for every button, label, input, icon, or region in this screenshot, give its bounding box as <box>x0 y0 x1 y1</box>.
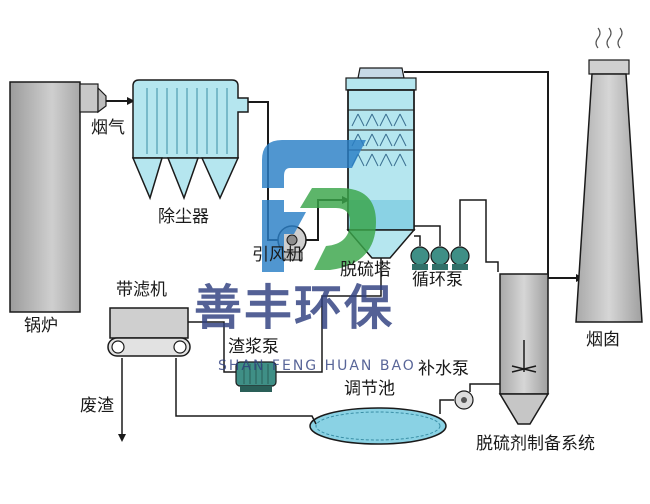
belt-filter <box>107 307 191 357</box>
brand-name-cn: 善丰环保 <box>194 280 395 336</box>
pipe-filter-to-pool <box>175 358 317 425</box>
circulation-pumps <box>410 246 470 270</box>
boiler-label: 锅炉 <box>24 316 58 336</box>
brand-logo-mark <box>262 140 376 272</box>
desulfurizer-tank <box>498 273 550 425</box>
brand-name-en: SHAN FENG HUAN BAO <box>218 358 416 374</box>
induced-fan-label: 引风机 <box>252 245 303 265</box>
pipe-makeup-to-pool <box>439 399 454 414</box>
slurry-pump <box>235 361 277 392</box>
pipe-tower-to-slurry <box>276 258 382 373</box>
pipe-tower-to-chimney <box>404 71 584 282</box>
pipe-tank-to-makeup <box>469 383 500 392</box>
waste-residue-label: 废渣 <box>80 396 114 416</box>
desulfurizer-system-label: 脱硫剂制备系统 <box>476 434 595 454</box>
flue-gas-label: 烟气 <box>91 118 125 138</box>
dust-collector <box>131 79 249 201</box>
makeup-pump-label: 补水泵 <box>418 359 469 379</box>
circulation-pump-label: 循环泵 <box>412 270 463 290</box>
belt-filter-label: 带滤机 <box>116 280 167 300</box>
dust-collector-label: 除尘器 <box>158 207 209 227</box>
boiler <box>9 81 107 313</box>
chimney-label: 烟囱 <box>586 330 620 350</box>
regulating-pool-label: 调节池 <box>344 379 395 399</box>
chimney <box>575 27 643 323</box>
regulating-pool <box>309 407 447 445</box>
slurry-pump-label: 渣浆泵 <box>228 337 279 357</box>
circulation-piping <box>414 199 499 272</box>
tower-label: 脱硫塔 <box>340 260 391 280</box>
makeup-pump <box>454 390 474 410</box>
pipe-slurry-to-filter <box>188 321 236 373</box>
